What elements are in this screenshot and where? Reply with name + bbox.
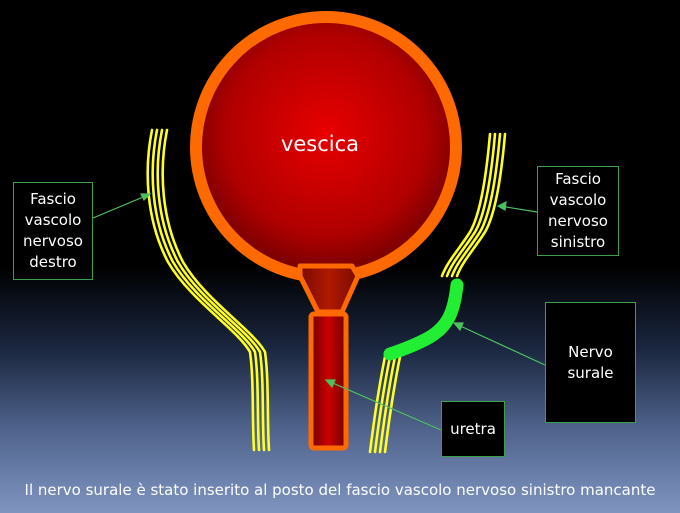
- label-left-neurovascular-bundle: Fascio vascolo nervoso sinistro: [537, 166, 619, 256]
- label-urethra: uretra: [441, 401, 505, 457]
- arrowhead-sural-nerve: [452, 322, 464, 332]
- arrowhead-urethra: [324, 379, 336, 389]
- pointer-left-bundle: [499, 205, 538, 213]
- pointer-urethra: [327, 380, 442, 431]
- slide-caption: Il nervo surale è stato inserito al post…: [24, 481, 656, 499]
- arrowhead-right-bundle: [140, 193, 152, 202]
- right-neurovascular-bundle: [146, 128, 271, 452]
- label-sural-nerve: Nervo surale: [545, 302, 636, 423]
- distal-nerve-stumps: [368, 350, 403, 454]
- sural-nerve-graft: [383, 278, 464, 361]
- bladder-label: vescica: [280, 132, 360, 156]
- left-neurovascular-bundle: [440, 132, 507, 278]
- pointer-sural-nerve: [455, 323, 546, 366]
- label-right-neurovascular-bundle: Fascio vascolo nervoso destro: [13, 182, 93, 280]
- arrowhead-left-bundle: [496, 200, 507, 211]
- pointer-right-bundle: [92, 194, 149, 219]
- pointer-lines: [92, 193, 546, 431]
- bladder-neck: [297, 263, 361, 315]
